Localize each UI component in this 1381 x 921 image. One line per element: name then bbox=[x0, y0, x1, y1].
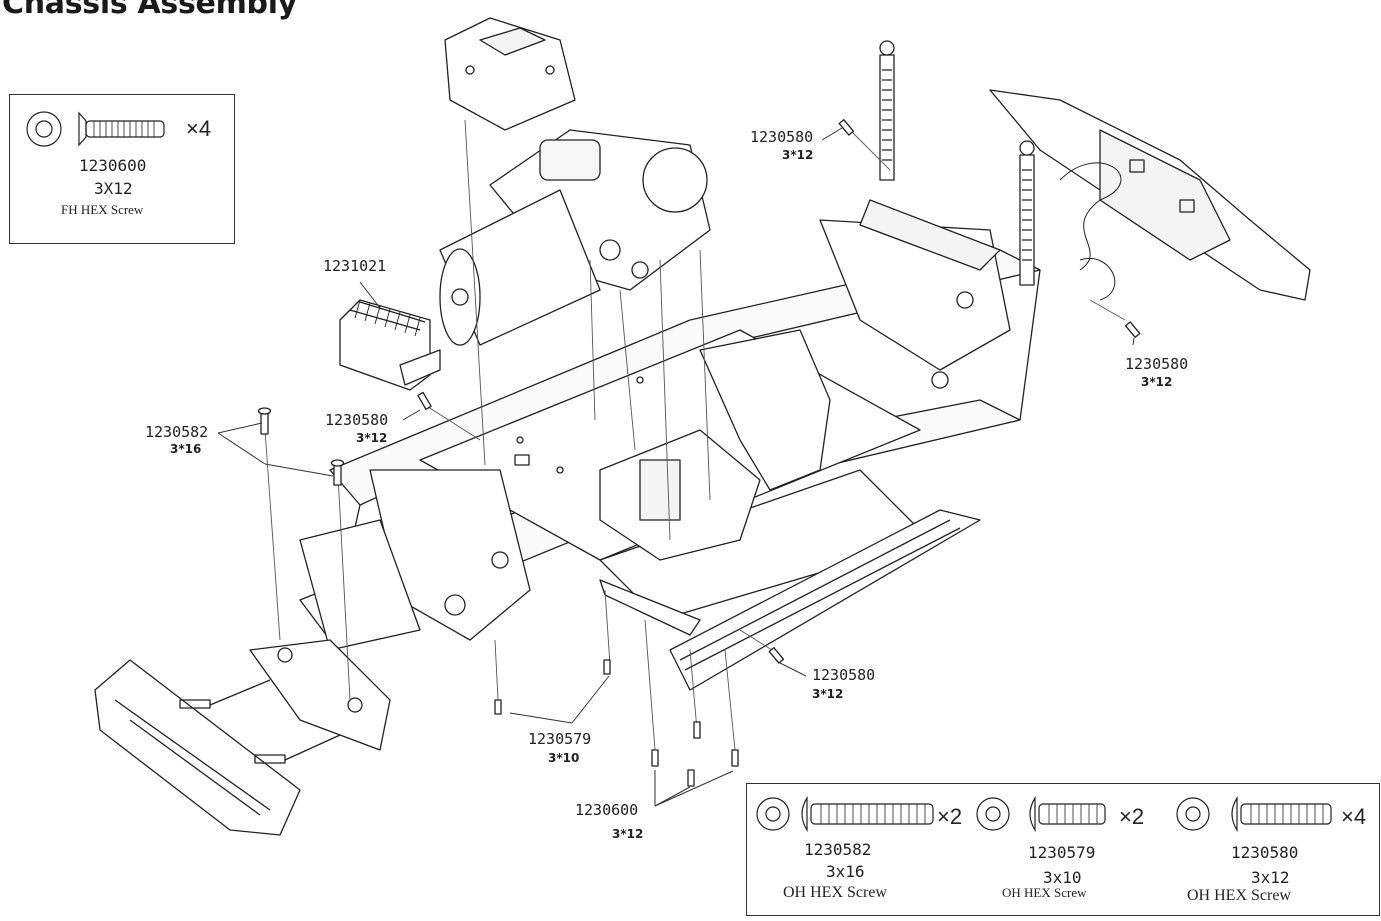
rear-shock-tower bbox=[699, 199, 1011, 491]
oh-hex-screw-medium-icon bbox=[1231, 795, 1332, 833]
callout-top-right-part-no: 1230580 bbox=[750, 128, 814, 146]
callout-mid-left-size: 3*12 bbox=[356, 431, 388, 445]
legend-item1-qty: ×2 bbox=[937, 804, 963, 829]
oh-hex-screw-long-icon bbox=[801, 795, 934, 833]
legend-item3-size: 3x12 bbox=[1251, 868, 1290, 887]
legend-item3-qty: ×4 bbox=[1341, 804, 1367, 829]
side-step-slider bbox=[599, 509, 981, 691]
washer-icon bbox=[1176, 797, 1210, 831]
front-bumper-mount bbox=[249, 639, 391, 751]
legend-left-size: 3X12 bbox=[94, 179, 133, 198]
washer-icon bbox=[26, 111, 62, 147]
callout-bottom-short-size: 3*10 bbox=[548, 751, 580, 765]
legend-bottom-icons bbox=[756, 795, 1332, 833]
front-shock-tower bbox=[299, 469, 531, 651]
oh-hex-screw-short-icon bbox=[1029, 795, 1106, 833]
rear-shocks bbox=[879, 40, 1035, 286]
washer-icon bbox=[976, 797, 1010, 831]
transmission-mount bbox=[599, 429, 761, 561]
legend-left-box: ×4 1230600 3X12 FH HEX Screw bbox=[9, 94, 235, 244]
legend-left-part-no: 1230600 bbox=[79, 156, 147, 175]
leader-lines bbox=[217, 127, 1135, 807]
receiver-box bbox=[444, 17, 576, 131]
legend-item3-part-no: 1230580 bbox=[1231, 843, 1299, 862]
callout-left-long-size: 3*16 bbox=[170, 442, 202, 456]
legend-bottom-box: ×2 ×2 ×4 1230582 3x16 OH HEX Screw 12305… bbox=[746, 783, 1380, 916]
rear-bumper bbox=[989, 89, 1311, 301]
explode-lines bbox=[264, 119, 1126, 751]
page-title: Chassis Assembly bbox=[2, 0, 297, 21]
callout-mid-left-part-no: 1230580 bbox=[325, 411, 389, 429]
callout-bottom-mid-size: 3*12 bbox=[812, 687, 844, 701]
callout-right-part-no: 1230580 bbox=[1125, 355, 1189, 373]
callout-top-right-size: 3*12 bbox=[782, 148, 814, 162]
legend-item2-part-no: 1230579 bbox=[1028, 843, 1096, 862]
callout-right-size: 3*12 bbox=[1141, 375, 1173, 389]
front-bumper bbox=[94, 659, 341, 836]
callout-bottom-short-part-no: 1230579 bbox=[528, 730, 592, 748]
callout-bottom-fh-size: 3*12 bbox=[612, 827, 644, 841]
legend-left-desc: FH HEX Screw bbox=[61, 202, 144, 217]
legend-item3-desc: OH HEX Screw bbox=[1187, 887, 1291, 904]
callout-esc-part-no: 1231021 bbox=[323, 257, 387, 275]
legend-item2-size: 3x10 bbox=[1043, 868, 1082, 887]
washer-icon bbox=[756, 797, 790, 831]
callout-bottom-fh-part-no: 1230600 bbox=[575, 801, 639, 819]
screws bbox=[257, 119, 1141, 787]
legend-item1-desc: OH HEX Screw bbox=[783, 884, 887, 901]
callout-bottom-mid-part-no: 1230580 bbox=[812, 666, 876, 684]
legend-item1-part-no: 1230582 bbox=[804, 840, 872, 859]
legend-item1-size: 3x16 bbox=[826, 862, 865, 881]
legend-item2-qty: ×2 bbox=[1119, 804, 1145, 829]
esc-unit bbox=[339, 299, 441, 391]
motor bbox=[439, 189, 601, 346]
legend-left-icons bbox=[26, 111, 165, 147]
callout-left-long-part-no: 1230582 bbox=[145, 423, 209, 441]
legend-left-qty: ×4 bbox=[186, 116, 212, 141]
flat-head-screw-icon bbox=[78, 111, 165, 147]
legend-item2-desc: OH HEX Screw bbox=[1002, 885, 1087, 900]
